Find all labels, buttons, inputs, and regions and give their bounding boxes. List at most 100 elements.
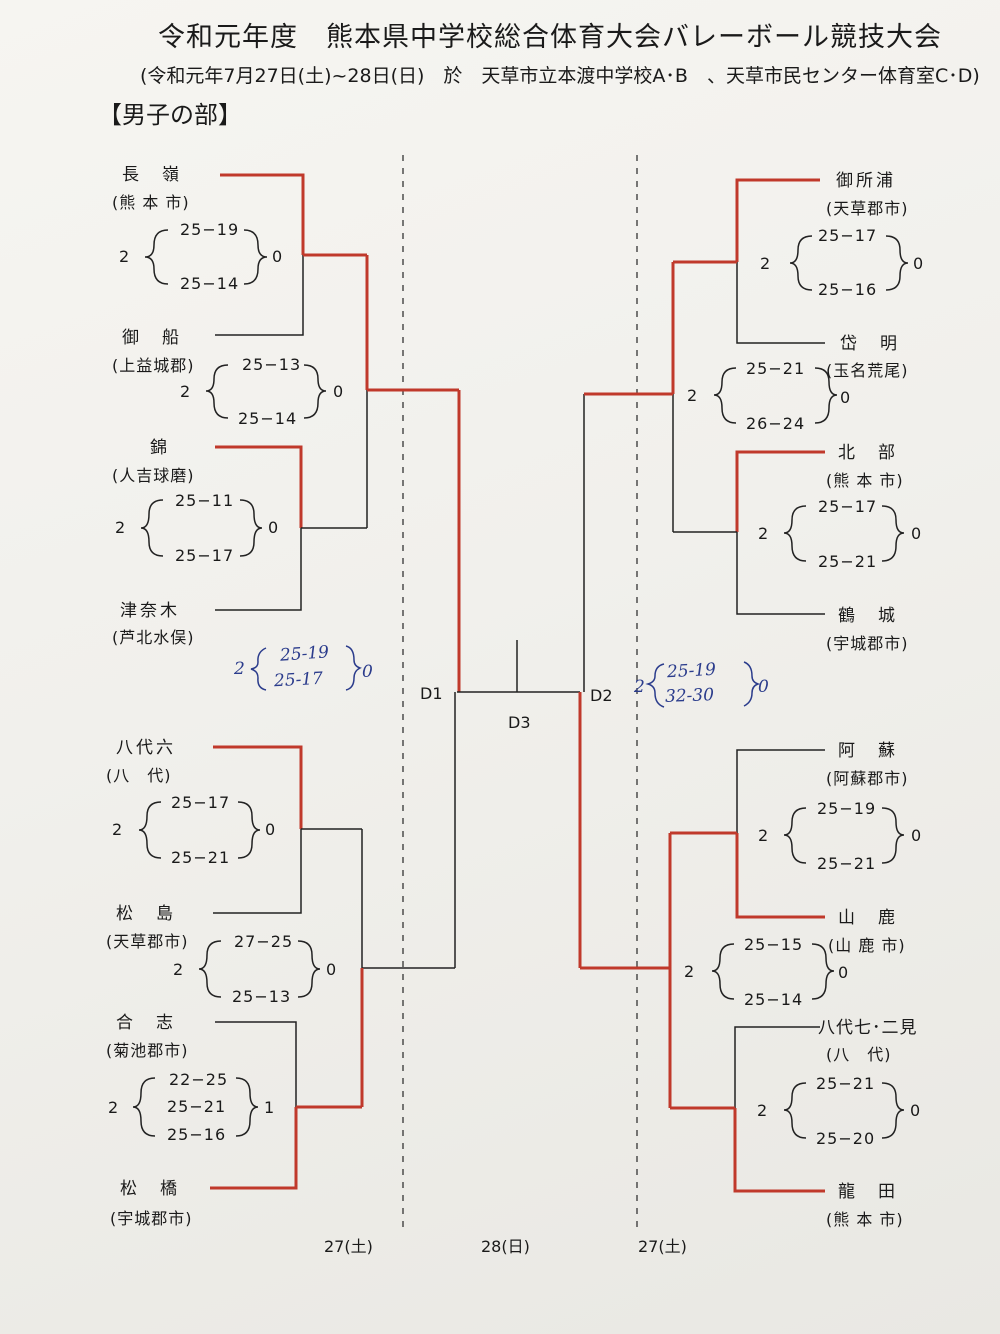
brace-left-open: [783, 1082, 807, 1139]
line-yatsushiro7: [734, 1026, 820, 1108]
brace-right-close: [881, 1082, 905, 1139]
handwritten-set-score: 32-30: [664, 685, 715, 707]
team-name: 鶴 城: [838, 606, 898, 626]
handwritten-games-lost: 0: [758, 677, 769, 697]
line-tsunagi: [215, 528, 302, 611]
team-region: (玉名荒尾): [826, 361, 909, 380]
match-games-won: 2: [108, 1098, 119, 1117]
set-score: 25−21: [167, 1097, 227, 1116]
team-region: (宇城郡市): [110, 1209, 193, 1228]
team-region: (阿蘇郡市): [826, 769, 909, 788]
brace-left-open: [198, 940, 222, 998]
line-hokubu: [735, 450, 825, 532]
team-region: (上益城郡): [112, 356, 195, 375]
brace-right-close: [303, 364, 327, 419]
team-region: (菊池郡市): [106, 1041, 189, 1060]
team-name: 松 島: [116, 904, 176, 924]
brace-left-open: [783, 505, 807, 562]
handwritten-set-score: 25-17: [273, 668, 324, 692]
match-games-lost: 0: [838, 963, 849, 982]
brace-left-open: [789, 235, 813, 291]
team-region: (宇城郡市): [826, 634, 909, 653]
line-nishiki: [215, 445, 303, 528]
team-name: 北 部: [838, 443, 898, 463]
day-label-center: 28(日): [481, 1237, 530, 1256]
brace-left-open: [205, 364, 229, 419]
brace-right-close: [243, 229, 268, 285]
day-label-left: 27(土): [324, 1237, 373, 1256]
set-score: 25−11: [175, 491, 235, 510]
team-name: 山 鹿: [838, 908, 898, 928]
set-score: 25−21: [817, 854, 877, 873]
set-score: 25−21: [746, 359, 806, 378]
set-score: 25−17: [818, 497, 878, 516]
team-name: 錦: [150, 438, 170, 458]
brace-right-close: [814, 367, 838, 424]
team-region: (人吉球磨): [112, 466, 195, 485]
hand-brace-left-close: [345, 645, 362, 691]
brace-right-close: [239, 499, 263, 557]
day-label-right: 27(土): [638, 1237, 687, 1256]
line-yamaga: [735, 833, 825, 919]
match-games-won: 2: [173, 960, 184, 979]
brace-right-close: [297, 940, 321, 998]
line-yatsushiro6: [213, 745, 303, 829]
team-region: (山 鹿 市): [828, 936, 906, 955]
match-games-lost: 0: [910, 1101, 921, 1120]
set-score: 25−20: [816, 1129, 876, 1148]
team-name: 松 橋: [120, 1179, 180, 1199]
hand-brace-right-close: [743, 661, 761, 707]
match-games-won: 2: [687, 386, 698, 405]
line-matsubase: [210, 1107, 298, 1190]
line-mifune: [215, 255, 304, 336]
match-games-won: 2: [684, 962, 695, 981]
line-taimei: [736, 262, 825, 344]
hand-brace-right: [645, 663, 665, 708]
team-region: (八 代): [826, 1045, 892, 1064]
team-name: 合 志: [116, 1013, 176, 1033]
set-score: 25−14: [180, 274, 240, 293]
set-score: 25−14: [238, 409, 298, 428]
score-braces: [132, 229, 909, 1139]
match-games-won: 2: [119, 247, 130, 266]
match-games-lost: 0: [911, 524, 922, 543]
set-score: 25−19: [817, 799, 877, 818]
set-score: 25−21: [818, 552, 878, 571]
team-name: 阿 蘇: [838, 741, 898, 761]
handwritten-games-won: 2: [634, 677, 645, 697]
team-region: (芦北水俣): [112, 628, 195, 647]
set-score: 25−14: [744, 990, 804, 1009]
team-name: 八代六: [116, 738, 176, 758]
court-label-d1: D1: [420, 684, 443, 703]
set-score: 25−13: [232, 987, 292, 1006]
court-label-d2: D2: [590, 686, 613, 705]
set-score: 25−21: [816, 1074, 876, 1093]
set-score: 25−16: [167, 1125, 227, 1144]
match-games-lost: 0: [840, 388, 851, 407]
handwritten-games-lost: 0: [362, 662, 373, 682]
team-name: 龍 田: [838, 1182, 898, 1202]
match-games-lost: 0: [333, 382, 344, 401]
hand-brace-left: [250, 647, 267, 691]
line-goshoura: [735, 178, 820, 262]
brace-right-close: [885, 235, 909, 291]
team-region: (熊 本 市): [112, 193, 190, 212]
line-kakujo: [736, 532, 825, 615]
match-games-won: 2: [757, 1101, 768, 1120]
team-region: (熊 本 市): [826, 1210, 904, 1229]
brace-left-open: [713, 367, 737, 424]
team-region: (八 代): [106, 766, 172, 785]
set-score: 25−16: [818, 280, 878, 299]
brace-left-open: [132, 1077, 156, 1137]
match-games-won: 2: [758, 524, 769, 543]
brace-right-close: [881, 807, 905, 864]
team-name: 長 嶺: [122, 165, 182, 185]
match-games-lost: 0: [326, 960, 337, 979]
match-games-won: 2: [115, 518, 126, 537]
brace-left-open: [711, 943, 735, 1000]
handwritten-games-won: 2: [234, 659, 245, 679]
set-score: 25−19: [180, 220, 240, 239]
brace-right-close: [237, 801, 261, 859]
